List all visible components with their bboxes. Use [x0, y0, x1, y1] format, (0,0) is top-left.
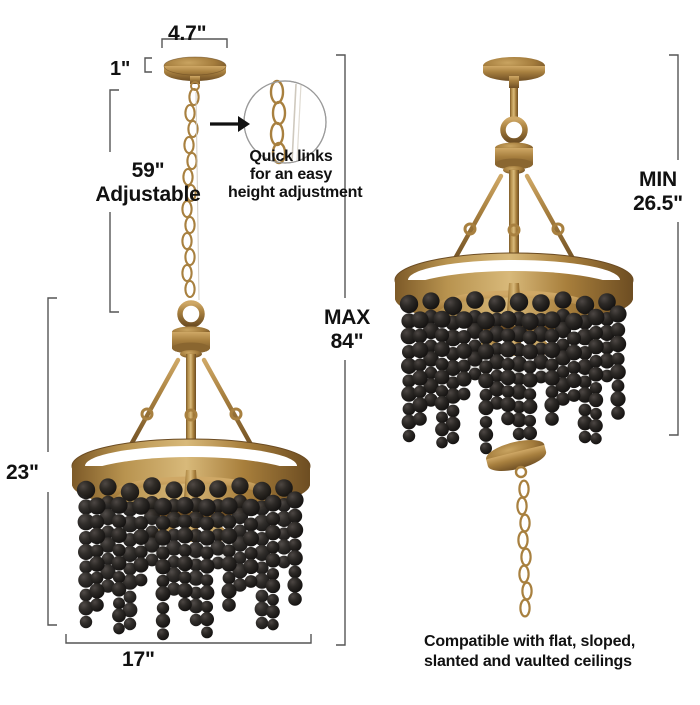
callout-quick-links: Quick links for an easy height adjustmen… [228, 148, 363, 201]
label-max-value: 84" [330, 329, 364, 353]
left-canopy [163, 56, 227, 91]
bracket-min-lower [669, 222, 679, 436]
bracket-height-upper [47, 297, 57, 452]
bracket-chain-lower [109, 212, 119, 313]
bracket-canopy-width [161, 38, 228, 48]
right-support-arms [449, 173, 579, 267]
label-fixture-height: 23" [6, 461, 39, 484]
bracket-width [65, 634, 312, 644]
right-canopy [483, 57, 545, 88]
sloped-ceiling-canopy [486, 439, 547, 618]
right-hanger-loop [500, 116, 528, 144]
label-canopy-width: 4.7" [168, 22, 207, 45]
label-max-word: MAX [323, 306, 371, 329]
bracket-canopy-height [144, 57, 152, 73]
label-min-word: MIN [639, 168, 677, 191]
bracket-min-upper [669, 54, 679, 160]
quick-links-detail [243, 79, 327, 165]
bracket-chain-upper [109, 89, 119, 152]
bracket-max-lower [336, 360, 346, 646]
bracket-height-lower [47, 492, 57, 626]
label-canopy-height: 1" [110, 58, 131, 80]
left-fixture-max-drop [71, 56, 311, 641]
label-adjustable: 59" Adjustable [95, 159, 201, 206]
right-cap [495, 142, 533, 174]
right-fixture-min-drop [394, 57, 634, 455]
bracket-max-upper [336, 54, 346, 298]
label-fixture-width: 17" [122, 648, 155, 671]
label-min-value: 26.5" [633, 191, 683, 215]
left-support-arms [125, 357, 257, 453]
left-cap [172, 326, 210, 358]
sloped-canopy-chain [516, 479, 533, 618]
dimension-brackets [47, 38, 679, 646]
left-hanger-loop [177, 300, 205, 328]
right-short-stem [510, 88, 518, 118]
callout-ceiling-compat: Compatible with flat, sloped, slanted an… [424, 633, 636, 670]
detail-arrow [210, 116, 250, 132]
